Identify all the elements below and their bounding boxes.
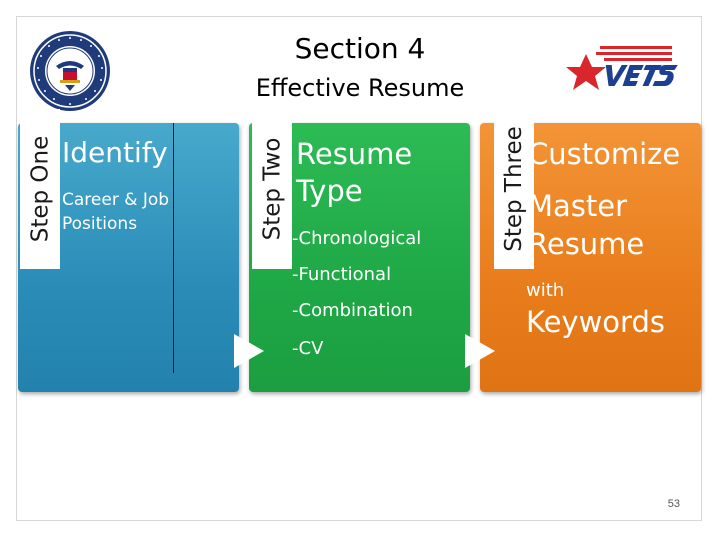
step-one-divider	[173, 123, 174, 373]
resume-type-item: -Chronological	[292, 228, 422, 249]
step-three-line: Master	[528, 189, 628, 223]
step-three-tab: Step Three	[494, 109, 534, 269]
step-one-heading: Identify	[62, 136, 168, 169]
resume-type-item: -CV	[292, 338, 324, 359]
step-one-tab-label: Step One	[27, 135, 54, 243]
step-three-line: with	[526, 280, 565, 301]
step-one-body-line: Career & Job	[62, 190, 170, 210]
resume-type-item: -Combination	[292, 300, 413, 321]
page-number: 53	[667, 498, 680, 510]
vets-logo	[566, 32, 684, 98]
step-two-heading-line: Type	[296, 174, 363, 208]
resume-type-item: -Functional	[292, 264, 392, 285]
step-two-tab: Step Two	[252, 109, 292, 269]
slide-subtitle: Effective Resume	[255, 74, 465, 102]
step-three-tab-label: Step Three	[501, 126, 527, 252]
slide-frame	[16, 16, 702, 521]
step-three-line: Resume	[528, 227, 645, 261]
step-one-tab: Step One	[20, 109, 60, 269]
step-two-tab-label: Step Two	[259, 137, 285, 241]
slide-title: Section 4	[294, 32, 426, 65]
next-step-arrow-icon	[463, 332, 497, 370]
step-three-line: Customize	[528, 137, 681, 171]
department-of-labor-seal-logo	[29, 30, 111, 112]
step-three-line: Keywords	[526, 305, 665, 339]
next-step-arrow-icon	[232, 332, 266, 370]
step-one-body-line: Positions	[62, 214, 138, 234]
step-two-heading-line: Resume	[296, 137, 413, 171]
